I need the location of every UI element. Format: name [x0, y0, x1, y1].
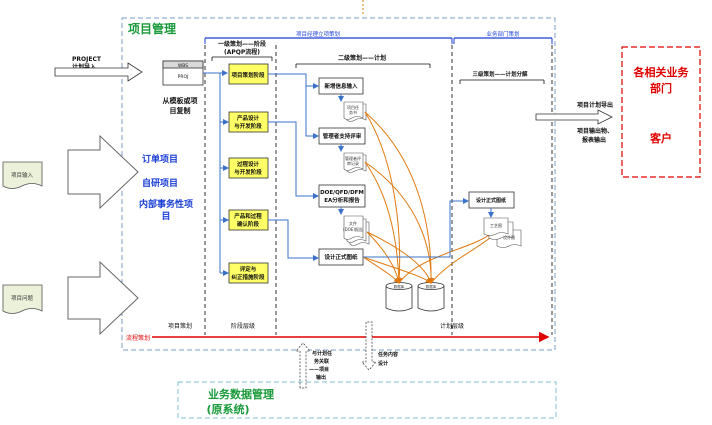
- source-caption-1: 从模板或项: [163, 96, 198, 105]
- import-label-1: PROJECT: [72, 56, 102, 63]
- stage-box-1-label-1: 项目策划阶段: [231, 71, 265, 79]
- stage-box-2-label-2: 与开发阶段: [234, 122, 262, 130]
- biz-data-frame: [177, 381, 557, 419]
- plan-doc-3-label-1: 文件: [349, 220, 357, 226]
- biz-data-title-1: 业务数据管理: [208, 387, 274, 401]
- export-arrow: [535, 109, 613, 125]
- stage-box-4-label-1: 产品和过程: [234, 212, 262, 220]
- input-big-arrow-1: [67, 134, 139, 210]
- plan-doc-1-label-2: 务书: [349, 109, 357, 115]
- stage-box-2: 产品设计 与开发阶段: [228, 111, 269, 133]
- database-1: 数据库: [385, 282, 413, 312]
- wbs-box-bottom-label: PROJ: [178, 74, 189, 80]
- stage-box-4-label-2: 确认阶段: [237, 220, 260, 228]
- bottom-left-label-1: 与计划任: [312, 350, 332, 357]
- plan-task-3-label-2: EA分析和报告: [324, 196, 360, 204]
- plan-task-4: 设计正式图纸: [318, 248, 364, 266]
- stage-box-5-label-1: 评定与: [240, 265, 257, 273]
- stage-box-2-label-1: 产品设计: [237, 114, 260, 122]
- stage-header-2: (APQP流程): [224, 48, 260, 56]
- biz-data-title-2: (原系统): [206, 402, 249, 416]
- order-project-label: 订单项目: [142, 153, 178, 165]
- plan-task-3-label-1: DOE/QFD/DFM: [320, 190, 364, 196]
- right-band-label: 业务部门策划: [486, 30, 519, 38]
- connector-stage1-task2: [305, 86, 319, 139]
- export-label-3: 报表输出: [582, 136, 606, 144]
- rd-project-label: 自研项目: [142, 177, 178, 189]
- import-arrow: [54, 62, 143, 82]
- plan-task-4-label: 设计正式图纸: [324, 253, 358, 261]
- wbs-box-top-label: WBS: [178, 63, 188, 69]
- doc-project-issue-label: 项目问题: [11, 294, 34, 302]
- plan-task-1: 新增信息输入: [318, 77, 364, 95]
- plan-doc-1: 项目任 务书: [343, 101, 367, 122]
- internal-project-label-2: 目: [161, 211, 170, 222]
- departments-panel: [621, 46, 701, 178]
- plan-doc-1-label-1: 项目任: [347, 104, 359, 110]
- detail-doc-1-label: 工艺图: [490, 222, 502, 228]
- doc-project-issue: [2, 284, 43, 314]
- detail-doc-2-label: 设计图: [503, 234, 515, 240]
- departments-title-2: 部门: [650, 81, 672, 95]
- stage-box-5-label-2: 纠正措施阶段: [231, 273, 265, 281]
- input-big-arrow-2: [67, 260, 139, 336]
- plan-task-3: DOE/QFD/DFM EA分析和报告: [318, 184, 366, 208]
- flow-axis-label: 流程策划: [126, 334, 150, 342]
- bottom-left-label-4: 输出: [316, 374, 326, 381]
- plan-doc-3-label-2: (DOE)报告: [343, 226, 363, 232]
- stage-box-1: 项目策划阶段: [228, 63, 269, 85]
- database-2: 数据库: [417, 282, 445, 312]
- connector-stage4-task4: [268, 219, 319, 261]
- plan-doc-2-label-1: 管理者评: [345, 155, 361, 161]
- layer-plan-label: 计划层级: [440, 322, 464, 330]
- connector-stage1-task1: [268, 73, 319, 89]
- stage-box-3: 过程设计 与开发阶段: [228, 157, 269, 179]
- bottom-right-label-1: 任务内容: [377, 351, 398, 358]
- plan-task-2: 管理者支持评审: [318, 127, 366, 145]
- plan-doc-3: 文件 (DOE)报告: [343, 215, 370, 246]
- import-label-2: 计划导入: [72, 63, 96, 71]
- bottom-down-arrow: [361, 321, 377, 371]
- plan-doc-2: 管理者评 审记录: [343, 152, 367, 173]
- detail-task: 设计正式图纸: [468, 191, 515, 209]
- stage-box-3-label-1: 过程设计: [237, 160, 260, 168]
- stage-header-1: 一级策划——阶段: [218, 40, 266, 48]
- detail-docs: 工艺图 设计图: [483, 217, 522, 248]
- connector-stage2-task3: [268, 121, 319, 199]
- connector-task4-detail: [363, 198, 469, 258]
- source-caption-2: 目复制: [170, 106, 191, 115]
- bottom-up-arrow: [295, 342, 311, 389]
- stage-box-4: 产品和过程 确认阶段: [228, 209, 269, 231]
- stage-box-5: 评定与 纠正措施阶段: [228, 262, 269, 284]
- export-label-1: 项目计划导出: [577, 101, 613, 109]
- doc-project-input: [2, 161, 43, 189]
- detail-header: 三级策划——计划分解: [472, 70, 528, 78]
- orange-flow-lines: [362, 111, 497, 284]
- layer-project-label: 项目策划: [168, 322, 192, 330]
- bottom-right-label-2: 设计: [378, 360, 388, 367]
- internal-project-label-1: 内部事务性项: [139, 198, 193, 210]
- customer-label: 客户: [649, 131, 672, 145]
- departments-title-1: 各相关业务: [633, 65, 690, 79]
- database-2-label: 数据库: [426, 284, 437, 289]
- doc-project-input-label: 项目输入: [11, 171, 34, 179]
- plan-header: 二级策划——计划: [338, 54, 386, 62]
- bottom-left-label-3: ——项目: [309, 366, 329, 373]
- export-label-2: 项目输出物、: [577, 127, 613, 135]
- stage-box-3-label-2: 与开发阶段: [234, 168, 262, 176]
- frame-title: 项目管理: [128, 21, 176, 36]
- plan-task-2-label: 管理者支持评审: [323, 132, 362, 140]
- plan-doc-2-label-2: 审记录: [347, 160, 359, 166]
- detail-task-label: 设计正式图纸: [476, 197, 506, 204]
- layer-stage-label: 阶段层级: [231, 322, 255, 330]
- top-band-label: 项目经理立项策划: [296, 30, 340, 38]
- bottom-left-label-2: 务关联: [314, 358, 329, 365]
- database-1-label: 数据库: [394, 284, 405, 289]
- plan-task-1-label: 新增信息输入: [324, 82, 358, 90]
